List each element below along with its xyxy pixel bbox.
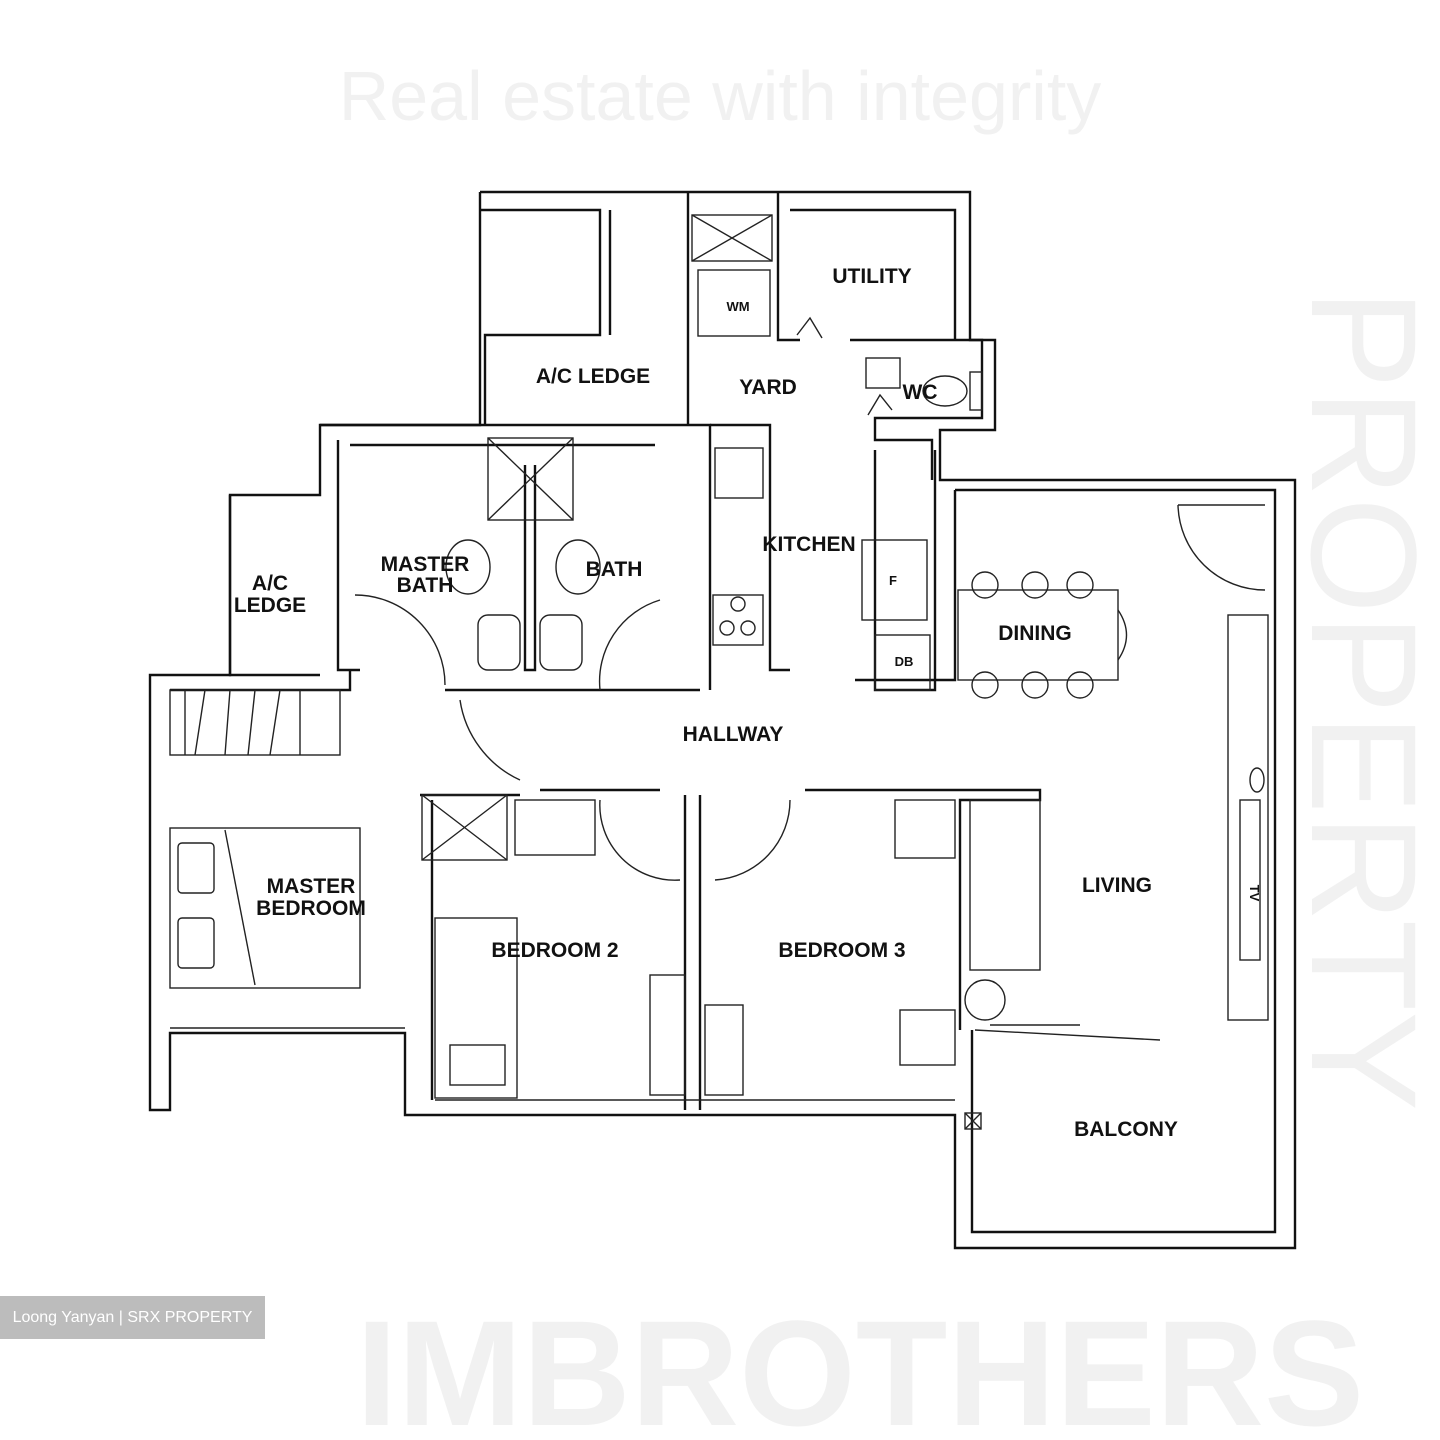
label-db: DB	[895, 654, 914, 669]
label-balcony: BALCONY	[1074, 1118, 1178, 1141]
room-labels: UTILITY WM A/C LEDGE YARD WC KITCHEN MAS…	[234, 265, 1262, 1141]
label-tv: TV	[1247, 885, 1262, 902]
watermark: PROPERTY IMBROTHERS Real estate with int…	[339, 57, 1440, 1440]
watermark-line2: IMBROTHERS	[356, 1289, 1364, 1440]
label-utility: UTILITY	[832, 265, 911, 288]
label-master-bath-1: MASTER	[381, 553, 470, 576]
watermark-line1: PROPERTY	[1280, 289, 1440, 1111]
walls	[148, 190, 1297, 1250]
label-kitchen: KITCHEN	[762, 533, 855, 556]
label-bedroom-2: BEDROOM 2	[491, 939, 618, 962]
label-wc: WC	[903, 381, 938, 404]
watermark-tagline: Real estate with integrity	[339, 57, 1102, 135]
label-ac-ledge-top: A/C LEDGE	[536, 365, 650, 388]
photo-credit: Loong Yanyan | SRX PROPERTY	[0, 1296, 265, 1339]
label-ac-ledge-left-1: A/C	[252, 572, 288, 595]
label-bath: BATH	[586, 558, 643, 581]
label-fridge: F	[889, 573, 897, 588]
label-yard: YARD	[739, 376, 797, 399]
label-hallway: HALLWAY	[683, 723, 784, 746]
label-living: LIVING	[1082, 874, 1152, 897]
label-dining: DINING	[998, 622, 1072, 645]
label-ac-ledge-left-2: LEDGE	[234, 594, 306, 617]
fixtures	[169, 214, 1269, 1130]
label-wm: WM	[726, 299, 749, 314]
label-master-bedroom-2: BEDROOM	[256, 897, 366, 920]
label-bedroom-3: BEDROOM 3	[778, 939, 905, 962]
label-master-bath-2: BATH	[397, 574, 454, 597]
label-master-bedroom-1: MASTER	[267, 875, 356, 898]
